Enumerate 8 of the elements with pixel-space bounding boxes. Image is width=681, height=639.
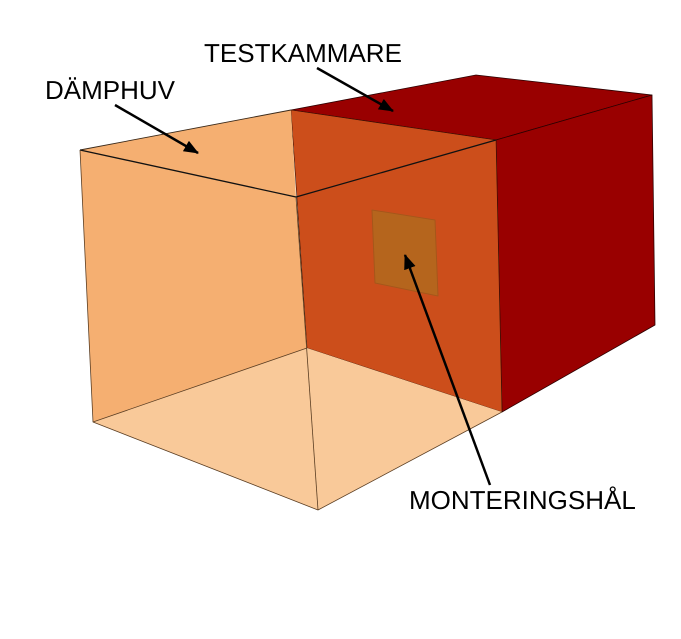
leader-arrow [404, 254, 492, 486]
part-label: MONTERINGSHÅL [409, 485, 636, 515]
leader-arrow [316, 66, 394, 112]
part-label: TESTKAMMARE [204, 38, 402, 68]
mounting-hole [372, 210, 438, 296]
part-label: DÄMPHUV [45, 75, 176, 105]
leader-arrow [114, 104, 199, 154]
test-chamber-drawing [290, 74, 656, 412]
